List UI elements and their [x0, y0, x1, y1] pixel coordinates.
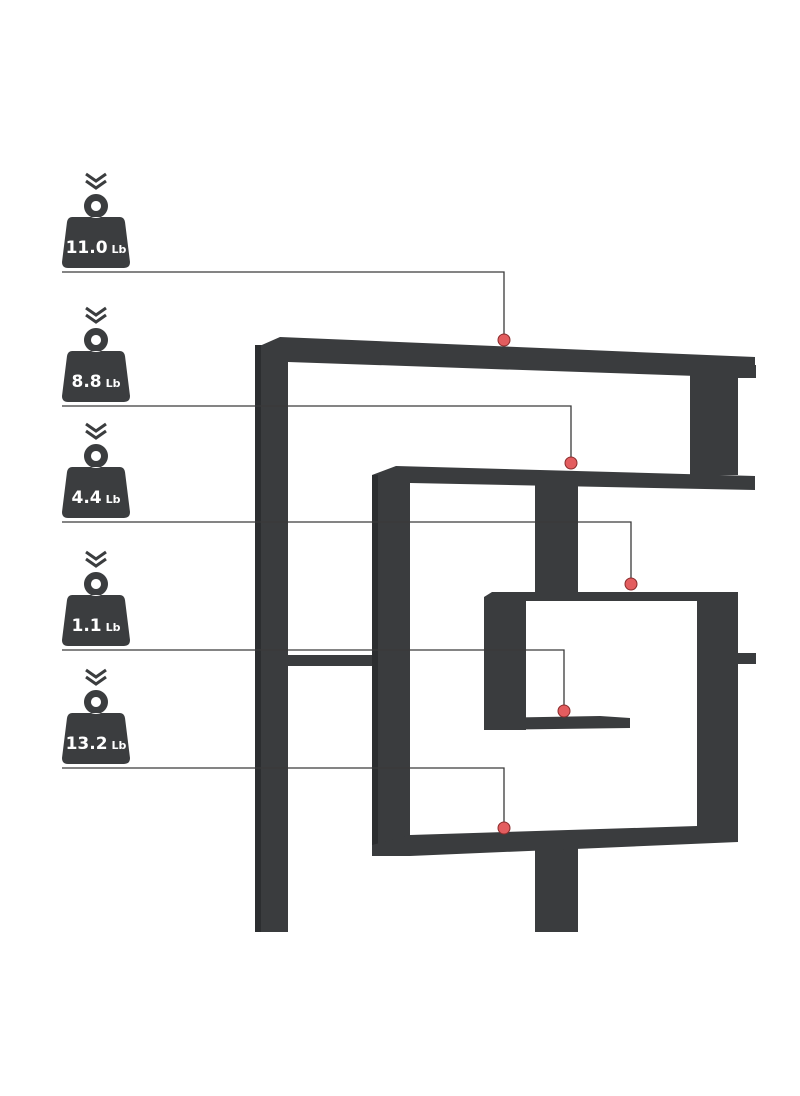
red-dot-marker-icon: [497, 333, 511, 347]
top-right-block: [690, 370, 738, 475]
leader-lines: [62, 271, 632, 828]
red-dot-marker-icon: [557, 704, 571, 718]
weight-unit: Lb: [112, 739, 127, 752]
red-dot-marker-icon: [624, 577, 638, 591]
double-chevron-down-icon: [85, 550, 107, 568]
leader-line-3: [62, 521, 632, 584]
kettlebell-weight-icon: [62, 690, 130, 764]
double-chevron-down-icon: [85, 668, 107, 686]
weight-value-text: 11.0 Lb: [66, 238, 127, 258]
markers: [497, 333, 638, 835]
second-shelf: [372, 466, 755, 490]
center-column: [535, 480, 578, 592]
inner-box-top: [484, 592, 738, 601]
top-shelf: [255, 337, 755, 378]
weight-value: 4.4: [71, 488, 101, 508]
weight-value: 8.8: [71, 372, 101, 392]
weight-value: 1.1: [71, 616, 101, 636]
kettlebell-weight-icon: [62, 444, 130, 518]
weight-unit: Lb: [106, 621, 121, 634]
weight-value: 13.2: [66, 734, 108, 754]
double-chevron-down-icon: [85, 306, 107, 324]
leader-line-5: [62, 767, 505, 828]
weight-unit: Lb: [106, 377, 121, 390]
weight-label-4: 1.1 Lb: [62, 550, 130, 646]
weight-value-text: 8.8 Lb: [71, 372, 120, 392]
leader-line-2: [62, 405, 572, 463]
weight-label-3: 4.4 Lb: [62, 422, 130, 518]
weight-label-5: 13.2 Lb: [62, 668, 130, 764]
bottom-shelf: [372, 826, 738, 856]
weight-value-text: 4.4 Lb: [71, 488, 120, 508]
double-chevron-down-icon: [85, 422, 107, 440]
weight-value: 11.0: [66, 238, 108, 258]
kettlebell-weight-icon: [62, 572, 130, 646]
bookshelf: [255, 337, 756, 932]
inner-box-left: [484, 597, 526, 730]
middle-frame-left: [372, 475, 410, 855]
double-chevron-down-icon: [85, 172, 107, 190]
weight-label-1: 11.0 Lb: [62, 172, 130, 268]
red-dot-marker-icon: [497, 821, 511, 835]
kettlebell-weight-icon: [62, 194, 130, 268]
left-side-shelf: [288, 655, 372, 666]
weight-label-2: 8.8 Lb: [62, 306, 130, 402]
red-dot-marker-icon: [564, 456, 578, 470]
leader-line-4: [62, 649, 565, 711]
kettlebell-weight-icon: [62, 328, 130, 402]
leader-line-1: [62, 271, 505, 340]
weight-unit: Lb: [106, 493, 121, 506]
weight-value-text: 13.2 Lb: [66, 734, 127, 754]
weight-value-text: 1.1 Lb: [71, 616, 120, 636]
inner-box-bottom-shelf: [484, 716, 630, 730]
inner-box-right: [697, 592, 738, 842]
weight-unit: Lb: [112, 243, 127, 256]
